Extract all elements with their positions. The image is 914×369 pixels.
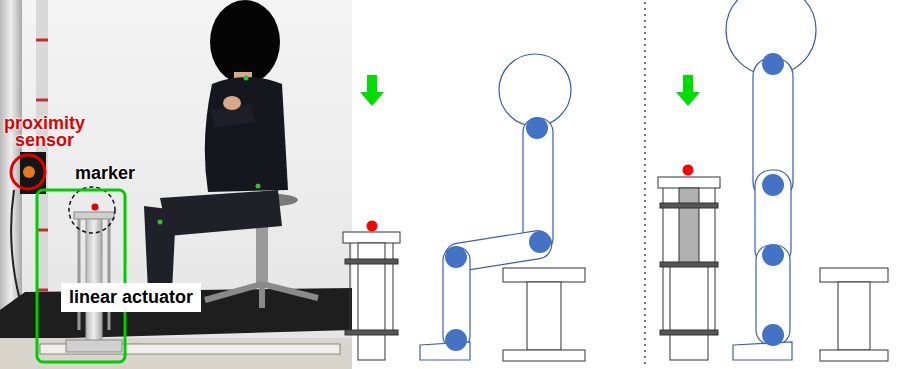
marker-dot <box>683 165 694 176</box>
standing-figure <box>726 0 816 360</box>
callout-label: linear actuator <box>61 283 201 312</box>
actuator-symbol <box>343 232 400 360</box>
seated-person-photo <box>128 0 288 306</box>
actuator-photo <box>66 204 122 353</box>
sensor-cable <box>11 190 20 300</box>
marker-dot <box>367 221 378 232</box>
joint-markers <box>762 53 784 346</box>
photo-background <box>0 0 352 369</box>
callout-label: marker <box>75 165 135 182</box>
divider <box>644 2 646 367</box>
outline <box>11 155 45 189</box>
callout-label: proximity sensor <box>0 115 92 149</box>
seated-figure <box>420 54 571 360</box>
actuator-callout: linear actuator <box>37 190 125 362</box>
sensor-face <box>23 166 35 178</box>
head-mask <box>210 0 280 84</box>
joint-markers <box>445 117 551 351</box>
outline <box>69 187 115 233</box>
standing-schematic <box>658 0 888 361</box>
floor <box>0 338 352 369</box>
stool-symbol <box>503 268 585 361</box>
sensor-callout: proximity sensor <box>11 155 45 189</box>
down-arrow <box>360 75 384 106</box>
marker-callout: marker <box>69 187 115 233</box>
stool-symbol <box>820 268 888 361</box>
sensor-callout-outline <box>11 155 45 189</box>
actuator-symbol <box>658 177 720 360</box>
marker-callout-outline <box>69 187 115 233</box>
marker-dot <box>92 204 99 211</box>
photo <box>0 0 352 369</box>
outline <box>37 190 125 362</box>
down-arrow <box>676 75 700 106</box>
sitting-schematic <box>343 54 585 361</box>
actuator-callout-outline <box>37 190 125 362</box>
